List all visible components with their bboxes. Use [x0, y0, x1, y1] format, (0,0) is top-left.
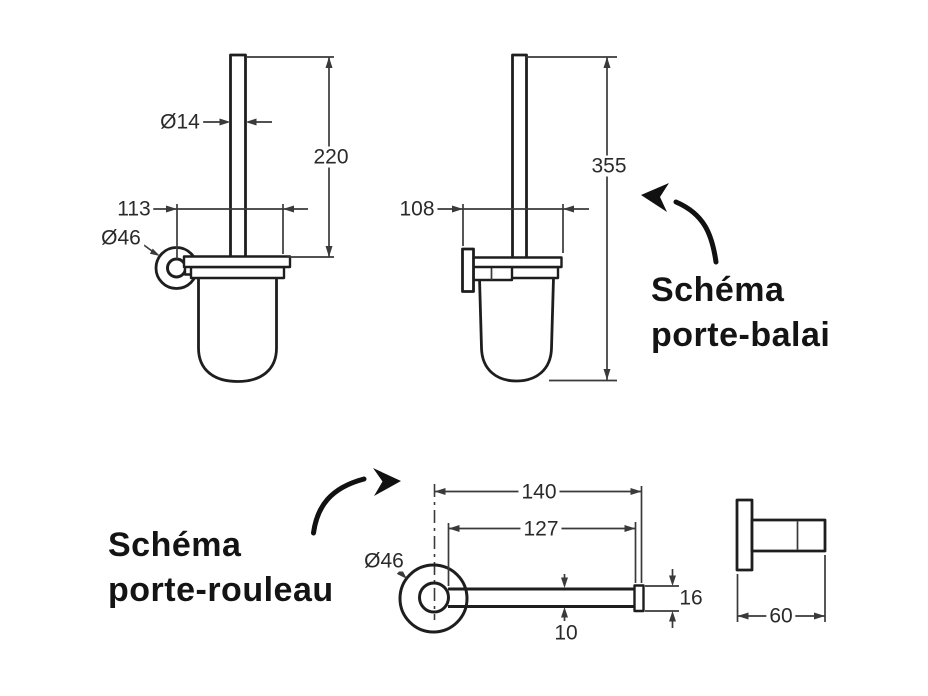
wall-plate-side — [461, 247, 475, 293]
label-handle-length: 220 — [310, 146, 352, 168]
arrow-down-icon — [603, 369, 611, 380]
label-total-height: 355 — [588, 155, 630, 177]
cup-collar-lower — [189, 265, 286, 280]
arrow-up-icon — [603, 57, 611, 68]
brush-holder-caption: Schéma porte-balai — [651, 268, 830, 358]
arrow-left-icon — [245, 118, 257, 126]
arrow-left-icon — [563, 205, 574, 213]
label-bar-length: 127 — [520, 518, 562, 540]
arrow-left-icon — [448, 525, 460, 532]
brush-holder-side-view — [461, 53, 563, 383]
label-roll-rosette-diameter: Ø46 — [361, 550, 407, 572]
roll-end-stop — [633, 584, 645, 613]
arrow-leader-icon — [149, 248, 160, 256]
label-front-width: 113 — [114, 198, 154, 220]
arrow-up-icon — [669, 611, 676, 622]
dim-355-lines — [526, 56, 617, 382]
roll-bar — [448, 587, 635, 608]
curved-arrow-balai-icon — [641, 183, 719, 265]
cup-collar-upper — [182, 255, 292, 269]
caption-line: Schéma — [651, 271, 785, 309]
arrow-up-icon — [561, 607, 568, 618]
roll-holder-caption: Schéma porte-rouleau — [108, 523, 334, 613]
brush-cup — [197, 278, 278, 383]
curved-arrow-rouleau-icon — [311, 468, 401, 536]
arrow-down-icon — [325, 246, 333, 257]
arrow-down-icon — [669, 575, 676, 586]
arrow-right-icon — [624, 525, 636, 532]
caption-line: porte-balai — [651, 316, 831, 354]
arrow-right-icon — [219, 118, 231, 126]
roll-rosette-hub — [418, 581, 450, 614]
roll-holder-side-dimensions — [736, 555, 826, 622]
label-overall-length: 140 — [518, 481, 560, 503]
roll-holder-side-view — [735, 498, 827, 572]
roll-rosette — [398, 563, 469, 634]
brush-handle-side — [511, 53, 528, 260]
label-side-depth: 108 — [396, 198, 438, 220]
arrow-down-icon — [561, 577, 568, 588]
cup-collar-upper-side — [470, 256, 563, 269]
arrow-right-icon — [166, 205, 177, 213]
label-brush-rosette-diameter: Ø46 — [98, 227, 144, 249]
label-roll-side-depth: 60 — [766, 605, 796, 627]
label-end-stop-height: 16 — [676, 587, 706, 609]
roll-wall-plate — [735, 498, 754, 572]
arrow-left-icon — [434, 488, 446, 495]
dim-16-lines — [645, 569, 679, 628]
arrow-right-icon — [630, 488, 642, 495]
dim-113-lines — [151, 204, 308, 259]
brush-handle — [229, 53, 247, 259]
arrow-left-icon — [283, 205, 294, 213]
caption-line: Schéma — [108, 526, 242, 564]
brush-holder-front-view — [154, 53, 292, 383]
brush-cup-side — [478, 277, 555, 383]
brush-holder-side-dimensions — [436, 56, 617, 382]
caption-line: porte-rouleau — [108, 571, 334, 609]
label-handle-diameter: Ø14 — [157, 111, 203, 133]
arrow-right-icon — [452, 205, 463, 213]
roll-arm-side — [750, 518, 827, 553]
roll-holder-front-view — [398, 484, 645, 634]
arrow-left-icon — [737, 612, 749, 620]
arrow-up-icon — [325, 57, 333, 68]
label-bar-thickness: 10 — [551, 622, 581, 644]
arrow-right-icon — [814, 612, 825, 620]
